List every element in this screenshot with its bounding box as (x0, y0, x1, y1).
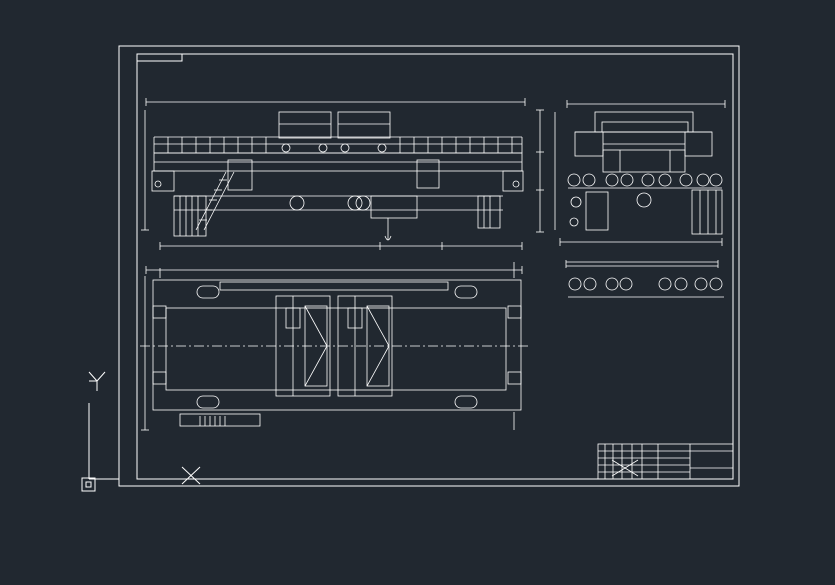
corner-tab (137, 54, 183, 62)
title-block (597, 443, 734, 480)
front-elevation-view (141, 98, 544, 250)
crosshair-cursor-icon[interactable] (181, 466, 201, 485)
wheel-layout-diagram (565, 260, 724, 298)
plan-view (140, 262, 530, 431)
ucs-icon (81, 371, 119, 492)
side-elevation-view (554, 100, 726, 246)
sheet-inner-border (136, 53, 734, 480)
sheet-outer-border (118, 45, 740, 487)
